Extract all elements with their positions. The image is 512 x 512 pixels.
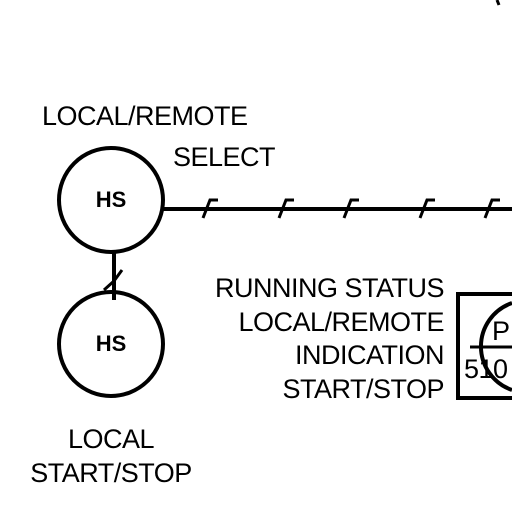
shared-display-panel: P 510 xyxy=(456,292,512,400)
hs-lower-tag: HS xyxy=(96,331,127,356)
electric-signal-line xyxy=(163,198,512,219)
upper-label-line1: LOCAL/REMOTE xyxy=(42,101,248,131)
signal-tick-2 xyxy=(277,198,294,219)
hs-upper-instrument: HS xyxy=(57,146,165,254)
signal-tick-5 xyxy=(483,198,500,219)
hs-upper-tag: HS xyxy=(96,187,127,212)
status-label-line3: INDICATION xyxy=(295,340,444,370)
edge-mark xyxy=(495,0,501,6)
signal-tick-1 xyxy=(201,198,218,219)
vertical-signal-tick xyxy=(102,269,124,292)
status-label-line2: LOCAL/REMOTE xyxy=(238,307,444,337)
signal-tick-4 xyxy=(418,198,435,219)
panel-box xyxy=(456,292,512,400)
panel-text-top: P xyxy=(492,316,510,346)
hs-upper-circle xyxy=(57,146,165,254)
signal-tick-3 xyxy=(342,198,359,219)
status-label-line1: RUNNING STATUS xyxy=(215,273,444,303)
lower-label-line2: START/STOP xyxy=(30,458,192,488)
lower-label-line1: LOCAL xyxy=(68,424,155,454)
hs-lower-circle xyxy=(57,290,165,398)
status-label-line4: START/STOP xyxy=(282,374,444,404)
panel-text-bottom: 510 xyxy=(464,354,508,384)
hs-lower-instrument: HS xyxy=(57,290,165,398)
upper-label-line2: SELECT xyxy=(173,142,275,172)
